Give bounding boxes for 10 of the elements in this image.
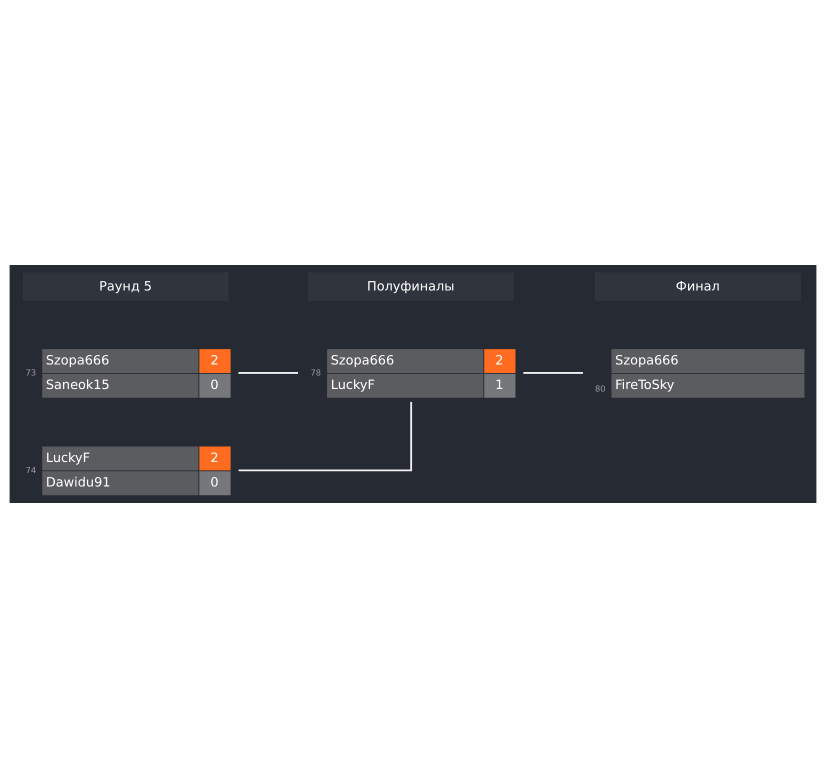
label: Раунд 5 <box>99 279 152 294</box>
label: Полуфиналы <box>367 279 454 294</box>
node-label: 78 <box>310 367 322 378</box>
node-label: 80 <box>594 384 606 394</box>
connector <box>238 372 298 374</box>
node-label: 73 <box>26 367 36 378</box>
node-label: 74 <box>26 464 36 475</box>
connector <box>523 372 583 374</box>
connector <box>238 402 412 472</box>
label: Финал <box>676 279 720 294</box>
